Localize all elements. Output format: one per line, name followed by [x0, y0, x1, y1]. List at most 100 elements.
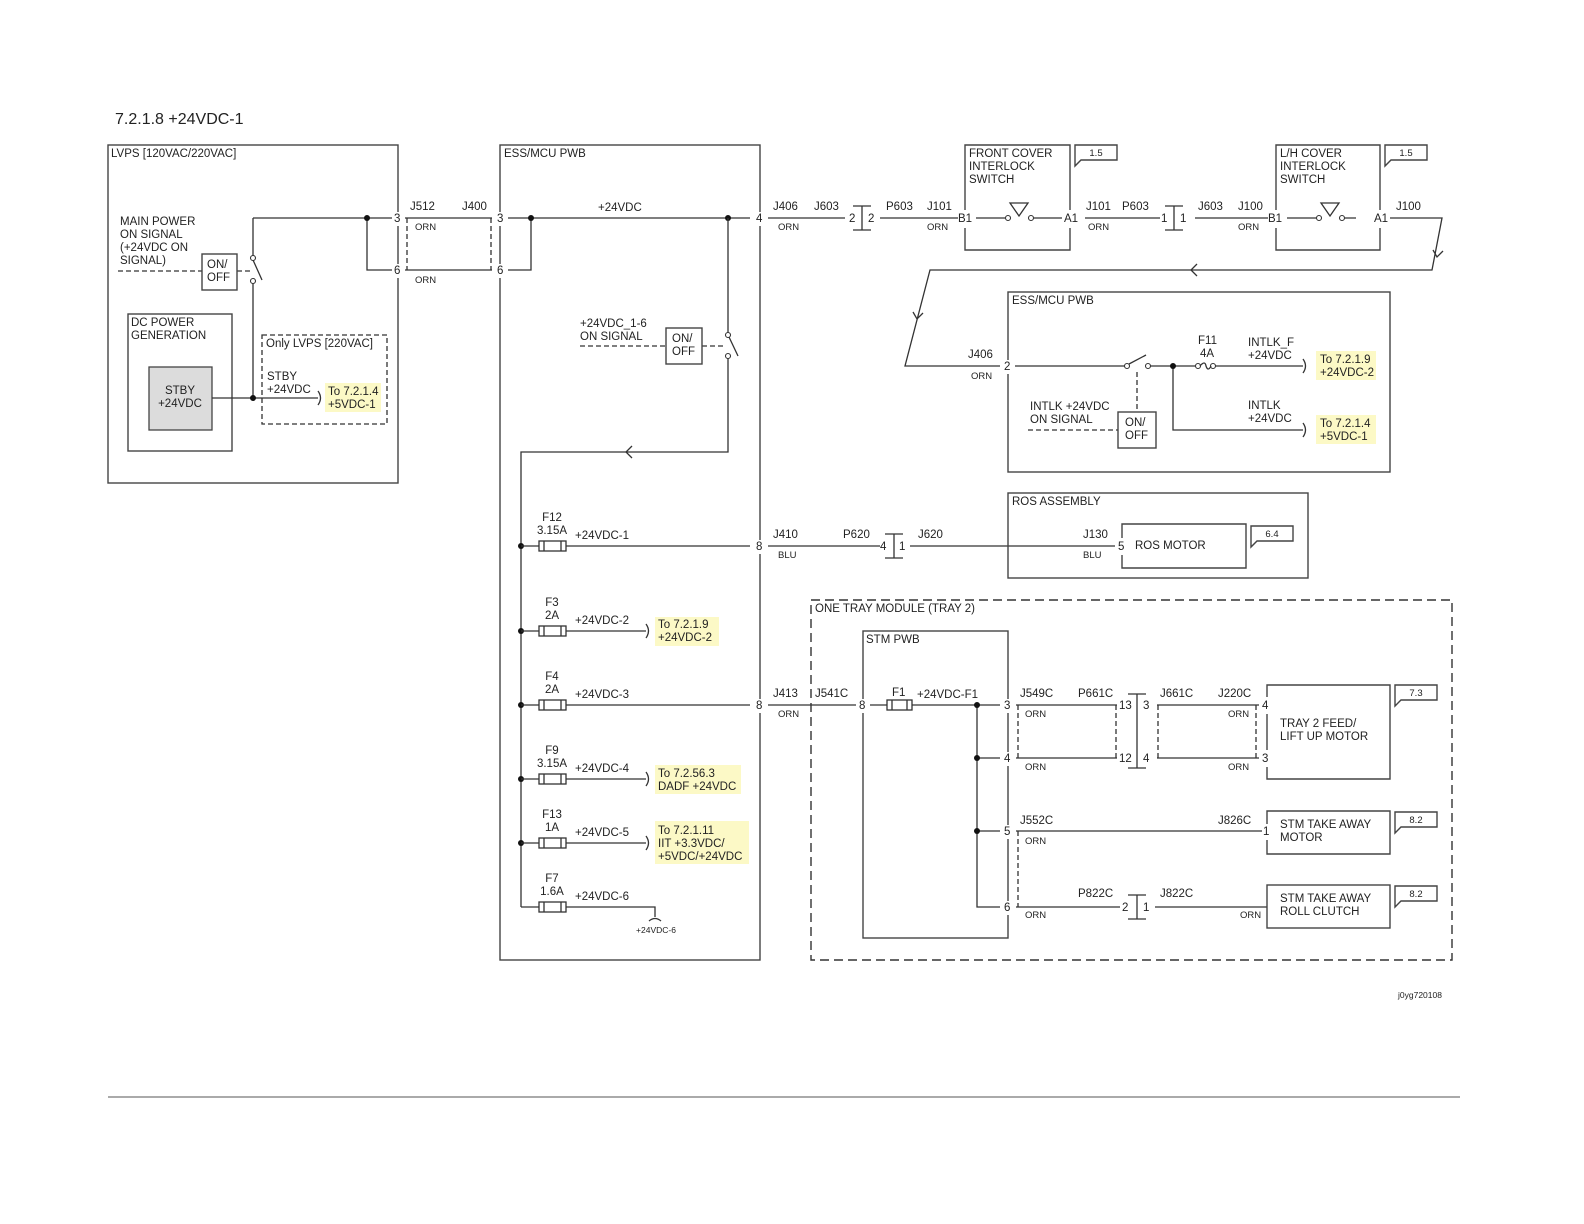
pin-number: 4 [1004, 753, 1011, 765]
connector-label: P661C [1078, 688, 1113, 700]
pin-number: 8 [859, 700, 865, 712]
onoff-label: ON/ [672, 333, 693, 345]
pin-number: 4 [1143, 753, 1150, 765]
component-label: INTERLOCK [1280, 161, 1346, 173]
onoff-control-box [665, 327, 703, 365]
terminal-label: A1 [1064, 213, 1078, 225]
connector-label: J620 [918, 529, 943, 541]
cross-reference: +5VDC-1 [328, 399, 376, 411]
reference-tag-label: 1.5 [1399, 148, 1412, 159]
relay-switch-icon [249, 218, 263, 398]
connector-label: J826C [1218, 815, 1251, 827]
pin-number: 6 [497, 265, 503, 277]
stby-label: +24VDC [158, 398, 202, 410]
onoff-control-box [1117, 411, 1157, 449]
pin-number: 1 [899, 541, 905, 553]
stby-out-label: +24VDC [267, 384, 311, 396]
wire-color: ORN [415, 222, 436, 233]
tray2-feed-lift-motor-box [1266, 684, 1391, 780]
fuse-rating: 3.15A [537, 525, 567, 537]
component-label: SWITCH [1280, 174, 1325, 186]
wire-color: ORN [415, 275, 436, 286]
connector-label: J603 [1198, 201, 1223, 213]
component-label: TRAY 2 FEED/ [1280, 718, 1357, 730]
fuse-id: F3 [545, 597, 558, 609]
pin-number: 5 [1004, 826, 1010, 838]
dc-power-label: GENERATION [131, 330, 206, 342]
connector-label: J100 [1396, 201, 1421, 213]
reference-tag [1384, 144, 1428, 168]
cross-reference: +24VDC-2 [658, 632, 712, 644]
signal-label: +24VDC-1 [575, 530, 629, 542]
component-label: MOTOR [1280, 832, 1323, 844]
terminal-label: A1 [1374, 213, 1388, 225]
pin-number: 1 [1143, 902, 1149, 914]
main-power-signal-label: ON SIGNAL [120, 229, 183, 241]
cross-reference: IIT +3.3VDC/ [658, 838, 725, 850]
stm-pwb-box [862, 630, 1009, 939]
connector-label: J541C [815, 688, 848, 700]
connector-label: J101 [927, 201, 952, 213]
pin-number: 6 [394, 265, 400, 277]
signal-label: INTLK_F [1248, 337, 1294, 349]
reference-tag [1394, 811, 1438, 835]
ros-assembly-label: ROS ASSEMBLY [1012, 496, 1101, 508]
connector-label: J552C [1020, 815, 1053, 827]
component-label: SWITCH [969, 174, 1014, 186]
wire-color: ORN [1228, 709, 1249, 720]
ess-mcu-label: ESS/MCU PWB [504, 148, 586, 160]
onoff-label: OFF [1125, 430, 1148, 442]
bus-label: +24VDC [598, 202, 642, 214]
main-power-signal-label: (+24VDC ON [120, 242, 188, 254]
wire-color: ORN [1228, 762, 1249, 773]
ros-circuit: J410 BLU P620 4 1 J620 ROS ASSEMBLY J130… [768, 492, 1309, 579]
fuse-f11-icon [1194, 362, 1217, 370]
fuse-id: F12 [542, 512, 562, 524]
flow-arrow-icon [1190, 263, 1198, 277]
page-title: 7.2.1.8 +24VDC-1 [115, 111, 244, 128]
cross-reference: To 7.2.1.11 [658, 825, 714, 837]
fuse-id: F4 [545, 671, 559, 683]
signal-label: +24VDC [1248, 350, 1292, 362]
wire-color: ORN [778, 709, 799, 720]
component-label: FRONT COVER [969, 148, 1053, 160]
signal-label: INTLK [1248, 400, 1281, 412]
ros-assembly-box [1007, 492, 1309, 579]
inline-connector-icon [1128, 894, 1146, 920]
pin-number: 3 [1143, 700, 1149, 712]
flow-arrow-icon [1432, 249, 1444, 259]
ess-mcu-label: ESS/MCU PWB [1012, 295, 1094, 307]
terminal-label: B1 [1268, 213, 1282, 225]
fuse-row-f4: F4 2A +24VDC-3 8 [518, 671, 766, 713]
component-label: INTERLOCK [969, 161, 1035, 173]
cross-reference: To 7.2.1.9 [658, 619, 709, 631]
on-signal-label: +24VDC_1-6 [580, 318, 647, 330]
cross-reference: To 7.2.1.4 [328, 386, 379, 398]
pin-number: 1 [1180, 213, 1186, 225]
figure-id: j0yg720108 [1397, 990, 1442, 1000]
pin-number: 4 [1262, 700, 1269, 712]
front-cover-interlock-switch: FRONT COVER INTERLOCK SWITCH B1 A1 1.5 [958, 144, 1118, 251]
cross-reference: +24VDC-2 [1320, 367, 1374, 379]
harness-j512-j400: J512 J400 ORN ORN [405, 201, 492, 286]
one-tray-module-region [810, 599, 1453, 961]
fuse-id: F9 [545, 745, 558, 757]
fuse-rating: 4A [1200, 348, 1214, 360]
off-page-connector-icon [317, 390, 322, 406]
cross-reference: To 7.2.56.3 [658, 768, 715, 780]
fuse-id: F1 [892, 687, 905, 699]
pin-number: 8 [756, 541, 762, 553]
fuse-row-f7: F7 1.6A +24VDC-6 +24VDC-6 [521, 873, 676, 935]
onoff-control-box [201, 253, 238, 291]
pin-number: 2 [868, 213, 874, 225]
signal-label: +24VDC-3 [575, 689, 629, 701]
cross-reference: To 7.2.1.4 [1320, 418, 1371, 430]
signal-label: +24VDC-F1 [917, 689, 978, 701]
ess-mcu-pwb-interlock: ESS/MCU PWB J406 ORN 2 F11 4A INTLK_F +2… [968, 291, 1391, 473]
fuse-rating: 3.15A [537, 758, 567, 770]
dc-power-label: DC POWER [131, 317, 194, 329]
onoff-label: ON/ [1125, 417, 1146, 429]
pin-number: 3 [394, 213, 400, 225]
connector-label: J512 [410, 201, 435, 213]
